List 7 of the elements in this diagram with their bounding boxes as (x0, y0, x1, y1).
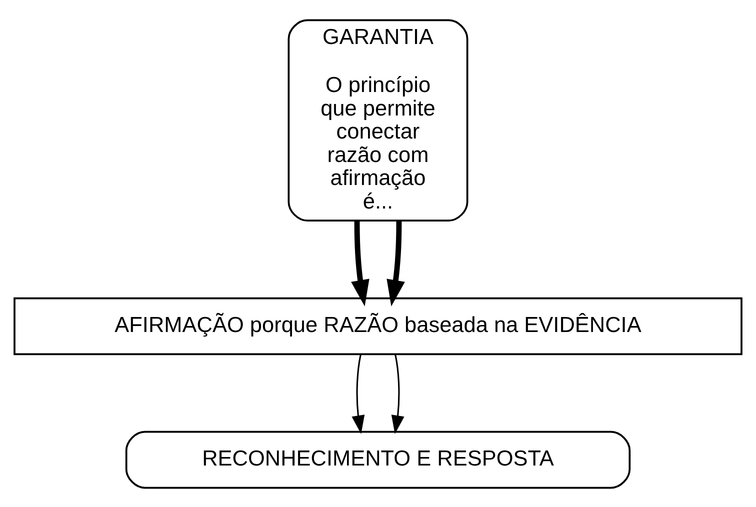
node-box: GARANTIA O princípio que permite conectar razão com afirmação é... (288, 18, 468, 222)
arrow (351, 220, 370, 306)
node-box: RECONHECIMENTO E RESPOSTA (125, 430, 631, 488)
node-box: AFIRMAÇÃO porque RAZÃO baseada na EVIDÊNCIA (14, 296, 742, 355)
arrow (391, 354, 404, 434)
arrow (352, 354, 365, 434)
arrow (386, 220, 405, 306)
